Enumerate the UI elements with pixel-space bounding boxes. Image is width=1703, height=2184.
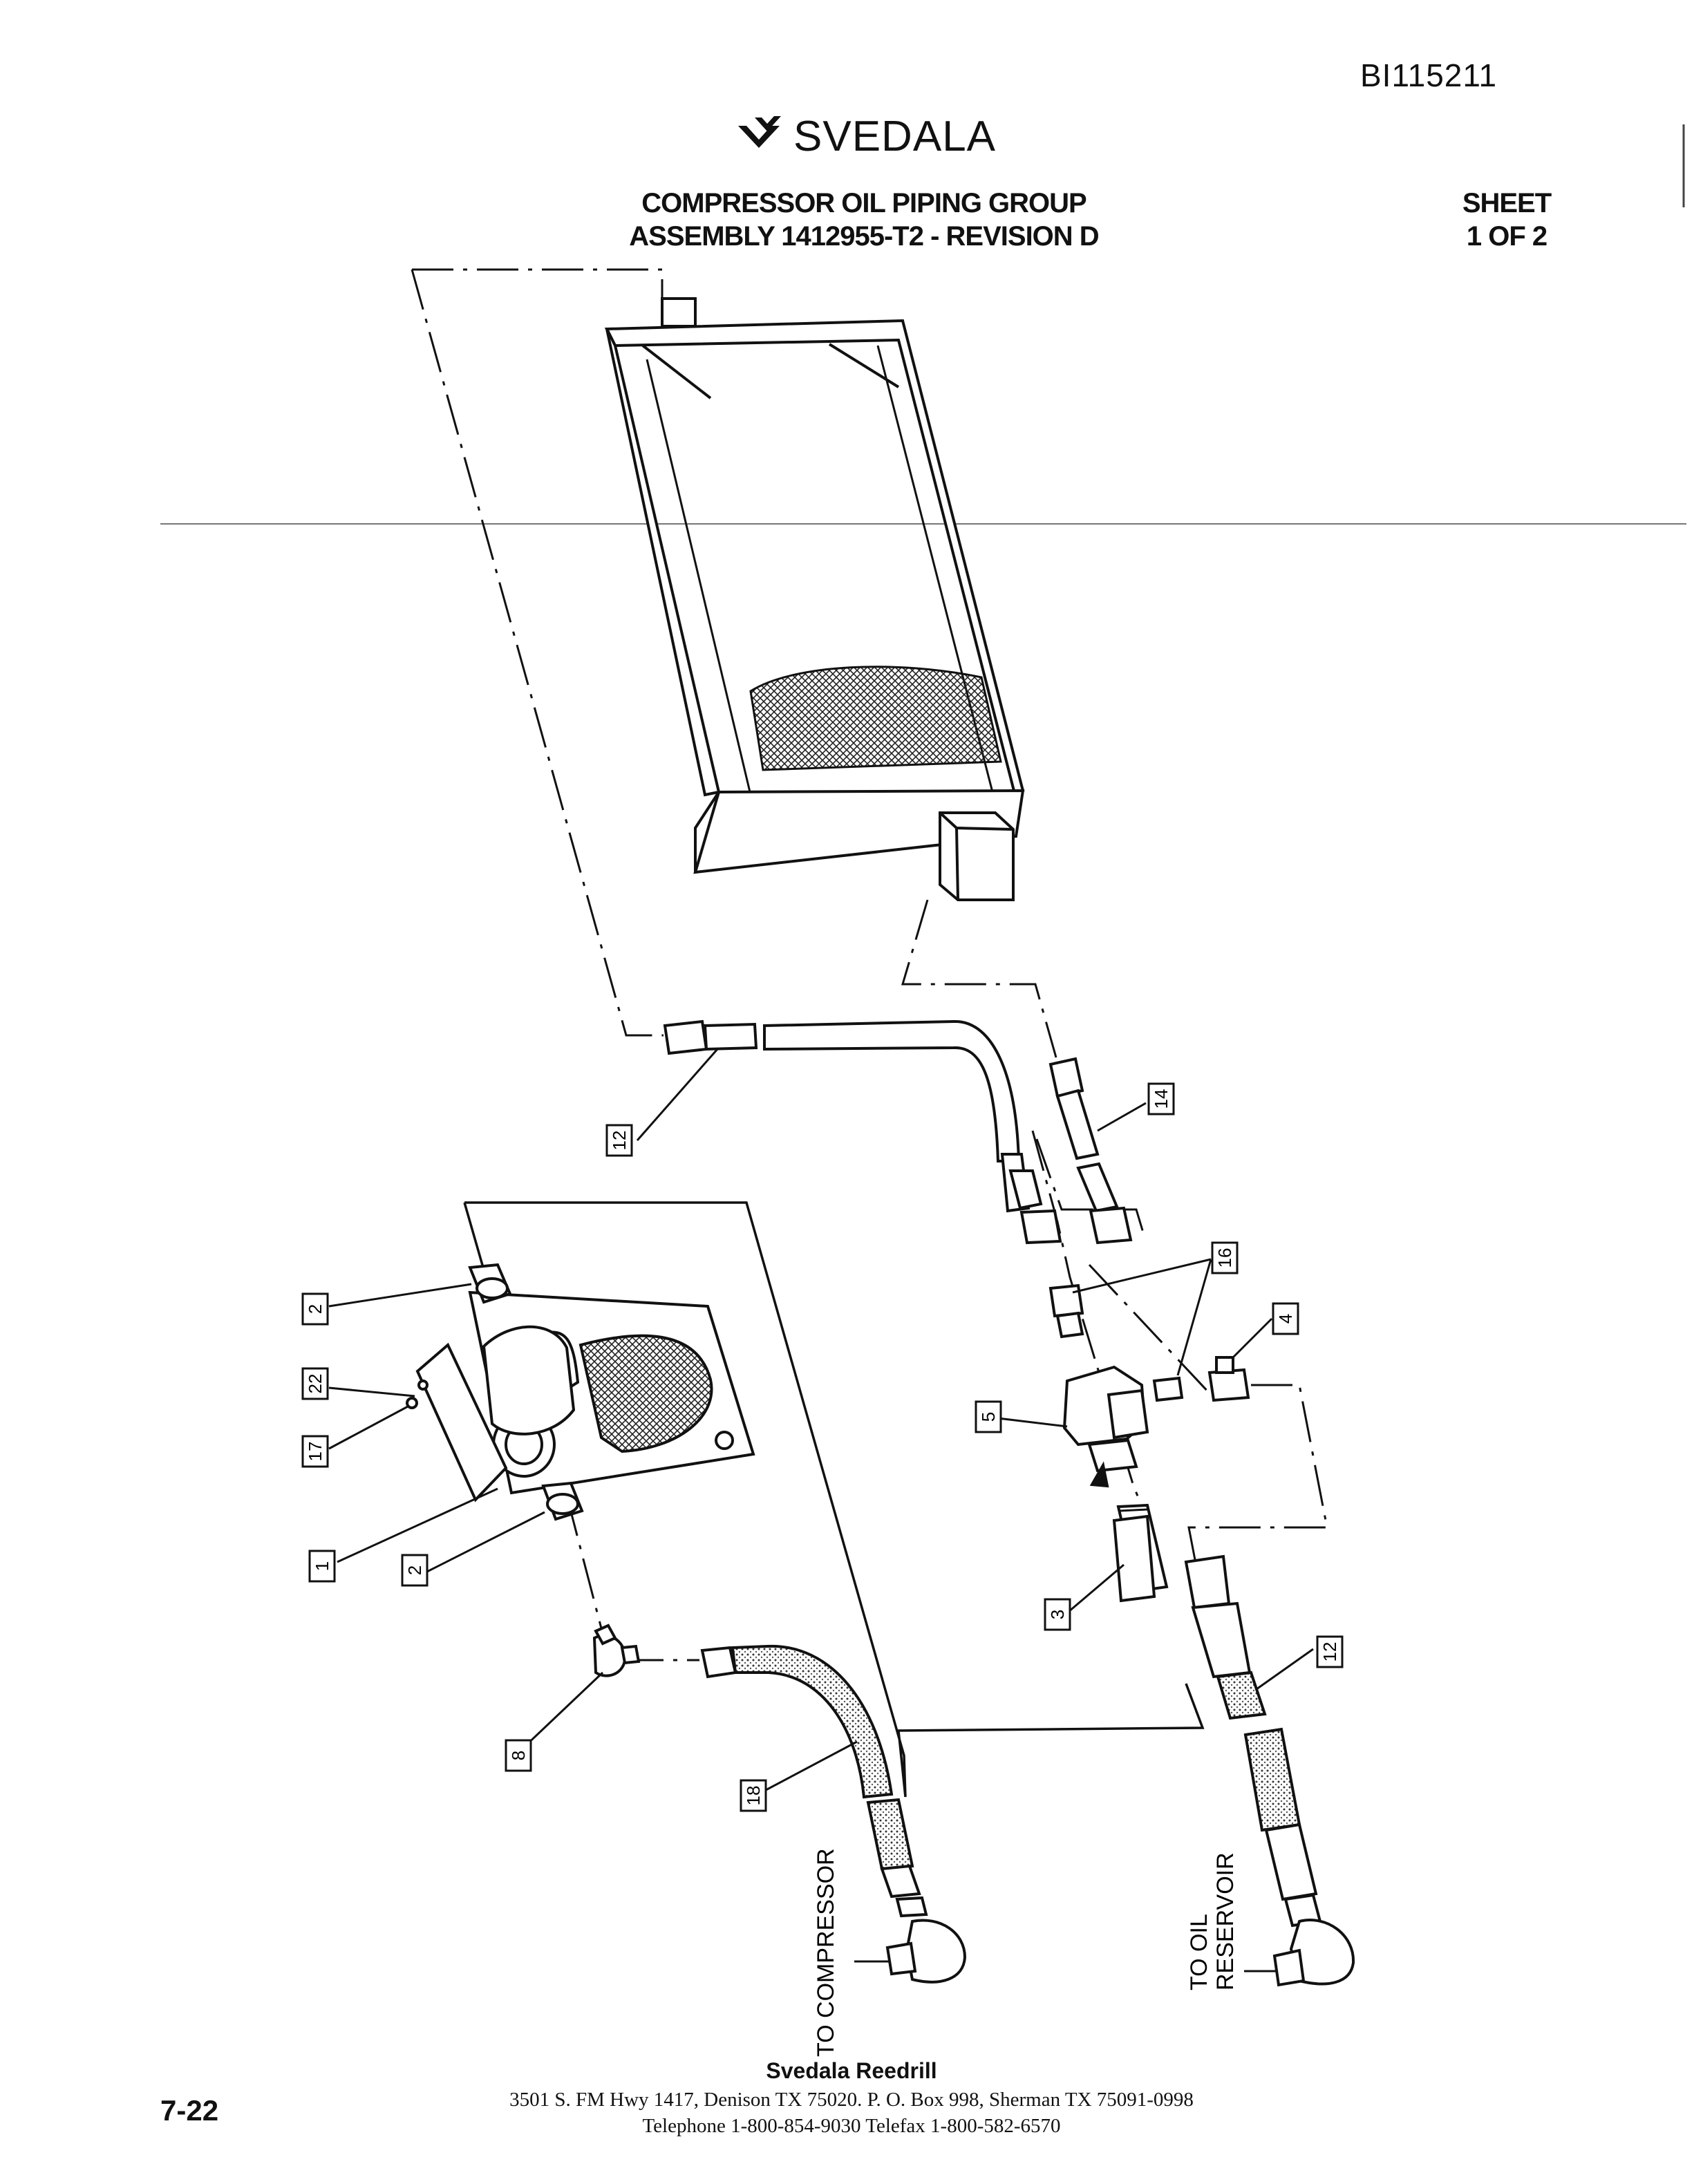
callout-17-text: 17: [305, 1442, 326, 1462]
callout-4-text: 4: [1275, 1314, 1296, 1324]
callout-14: 14: [1147, 1082, 1175, 1115]
sheet-count: 1 OF 2: [1466, 221, 1547, 252]
svedala-chevron-logo-icon: [738, 116, 781, 148]
callout-1-text: 1: [312, 1561, 332, 1571]
company-name: Svedala Reedrill: [766, 2058, 937, 2083]
brand-name: SVEDALA: [793, 113, 997, 160]
callout-12-top: 12: [605, 1124, 633, 1157]
callout-3: 3: [1044, 1598, 1071, 1631]
drawing-title: COMPRESSOR OIL PIPING GROUP: [641, 188, 1086, 218]
callout-12-top-text: 12: [609, 1131, 630, 1151]
callout-2-bottom-text: 2: [404, 1565, 425, 1575]
callout-16: 16: [1211, 1241, 1239, 1274]
compressor-hose-18: [700, 1644, 967, 1984]
callout-leaders: [328, 1048, 1314, 1791]
page-number: 7-22: [160, 2094, 219, 2127]
callout-12-bottom: 12: [1316, 1635, 1344, 1668]
callout-5: 5: [975, 1400, 1002, 1433]
oil-pump-assembly-1: [468, 1290, 755, 1495]
callout-16-text: 16: [1214, 1248, 1235, 1268]
adapter-fittings: [1048, 1283, 1250, 1402]
to-compressor-label: TO COMPRESSOR: [813, 1848, 839, 2057]
callout-4: 4: [1272, 1302, 1299, 1335]
callout-2-bottom: 2: [401, 1554, 429, 1587]
callout-17: 17: [301, 1435, 329, 1468]
callout-12-bottom-text: 12: [1319, 1642, 1340, 1662]
sheet-label: SHEET: [1462, 188, 1552, 218]
callout-2-top-text: 2: [305, 1304, 326, 1314]
callout-5-text: 5: [978, 1412, 999, 1422]
pipe-nipple-3: [1112, 1514, 1156, 1603]
callout-22-text: 22: [305, 1374, 326, 1394]
callout-8-text: 8: [508, 1751, 529, 1760]
tube-fitting-14: [1048, 1057, 1133, 1245]
to-oil-reservoir-label-line2: RESERVOIR: [1212, 1852, 1239, 1990]
cover-plate-17: [406, 1342, 508, 1503]
address-line: 3501 S. FM Hwy 1417, Denison TX 75020. P…: [509, 2089, 1194, 2111]
callout-2-top: 2: [301, 1292, 329, 1326]
hex-nut-2-bottom: [541, 1481, 584, 1521]
callout-1: 1: [308, 1550, 336, 1583]
callout-8: 8: [505, 1739, 532, 1772]
oil-cooler: [604, 297, 1025, 901]
assembly-number: ASSEMBLY 1412955-T2 - REVISION D: [629, 221, 1099, 252]
callout-18: 18: [740, 1779, 767, 1812]
callout-3-text: 3: [1047, 1610, 1068, 1619]
document-id: BI115211: [1360, 57, 1498, 93]
mounting-plate-outline: [464, 1201, 1205, 1798]
upper-hose-assembly: [663, 1019, 1062, 1245]
hex-nut-2-top: [468, 1263, 512, 1304]
to-oil-reservoir-label-line1: TO OIL: [1186, 1914, 1212, 1990]
callout-14-text: 14: [1151, 1089, 1172, 1109]
callout-22: 22: [301, 1367, 329, 1400]
pipe-tee-8: [592, 1623, 641, 1677]
callout-18-text: 18: [743, 1786, 764, 1806]
reservoir-hose-assembly: [1184, 1554, 1355, 1987]
contact-line: Telephone 1-800-854-9030 Telefax 1-800-5…: [642, 2115, 1061, 2137]
